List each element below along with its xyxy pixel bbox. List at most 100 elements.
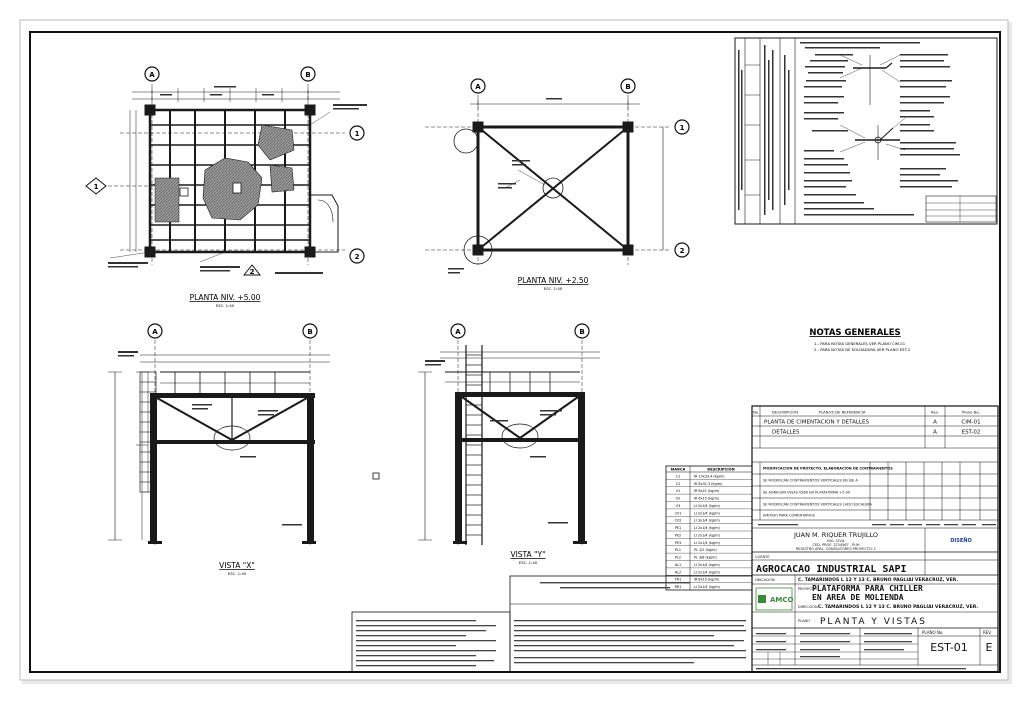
ubicacion-value: C. TAMARINDOS L 12 Y 13 C. BRUNO PAGLIAI… [798,577,958,583]
plan-250-title: PLANTA NIV. +2.50 [518,276,589,285]
materials-row-description: LI 2x1/4 (kg/m) [694,570,721,574]
vista-y-scale: ESC. 1:40 [519,560,538,565]
section-marker-1: 1 [94,183,99,191]
grid-bubble-a: A [475,83,481,91]
materials-row-mark: V1 [676,489,680,493]
materials-row-mark: PE2 [675,533,681,537]
materials-row-description: PL 3/8 (kg/m) [694,556,717,560]
revision-1: MODIFICACION DE PROYECTO, ELABORACION DE… [763,467,893,471]
lower-notes [351,575,753,673]
plan-5-grid-bubbles: A B 1 2 1 2 [85,66,365,276]
materials-row-description: LI 2x1/4 (kg/m) [694,533,721,537]
materials-row-description: LI 2x1/4 (kg/m) [694,585,721,589]
materials-row-mark: PE3 [675,541,681,545]
plan-5-view [96,84,367,274]
grid-bubble-a: A [455,328,461,336]
ref-header-plano: Plano No. [962,410,980,415]
materials-row-description: LI 2x1/4 (kg/m) [694,541,721,545]
client-label: CLIENTE [755,555,770,559]
materials-row-mark: V2 [676,497,680,501]
grid-bubble-1: 1 [680,124,685,132]
plan-250-view [425,95,670,274]
revision-4: SE MODIFICAN CONTRAVIENTOS VERTICALES LA… [763,503,873,507]
grid-bubble-b: B [305,71,310,79]
materials-row-description: LI 2x1/4 (kg/m) [694,563,721,567]
ref-row-2-plano: EST-02 [962,430,981,436]
ref-header-rev: Rev. [931,410,939,415]
notes-title: NOTAS GENERALES [809,328,900,338]
vista-y-title: VISTA "Y" [510,550,545,559]
materials-row-mark: PL1 [675,548,681,552]
materials-row-mark: AL2 [675,570,681,574]
materials-row-description: PL 1/2 (kg/m) [694,548,717,552]
plano-title: PLANTA Y VISTAS [820,617,927,627]
vista-y-view [418,340,600,545]
notes-line-1: 1.- PARA NOTAS GENERALES VER PLANO CIM-0… [814,341,906,346]
vista-x-title: VISTA "X" [219,561,255,570]
materials-row-mark: RR1 [675,585,682,589]
amco-logo-text: AMCO [770,596,794,604]
ref-row-1-plano: CIM-01 [961,420,980,426]
ref-header-desc: DESCRIPCION [772,410,798,415]
revision-5: EMITIDO PARA COMENTARIOS [763,514,816,518]
marker-square [372,472,380,480]
plano-label: PLANO [798,619,810,623]
plan-5-title: PLANTA NIV. +5.00 [190,293,261,302]
grid-bubble-a: A [152,328,158,336]
amco-logo [755,587,793,611]
grid-bubble-b: B [625,83,630,91]
proyecto-value: PLATAFORMA PARA CHILLER EN AREA DE MOLIE… [812,584,923,602]
materials-row-description: IR 8x21 (kg/m) [694,489,720,493]
title-block [751,405,999,673]
materials-row-mark: CV2 [675,519,682,523]
revision-3: SE AGREGAN VIGAS VS60 EN PLATAFORMA +5.0… [763,491,850,495]
materials-row-mark: PE1 [675,526,681,530]
rev-value: E [986,641,993,654]
amco-logo-mark [758,595,766,603]
designer-title: ING. CIVIL [827,539,844,543]
materials-row-mark: PL2 [675,556,681,560]
grid-bubble-b: B [307,328,312,336]
materials-row-mark: C2 [676,482,681,486]
materials-row-description: LI 2x1/4 (kg/m) [694,511,721,515]
vista-x-scale: ESC. 1:40 [228,571,247,576]
grid-bubble-2: 2 [355,253,360,261]
vista-x-view [108,340,330,545]
designer-line-2: REGISTRO APAL. CONSULTORES PROYECTO: 1 [796,547,876,551]
materials-row-description: IR 6x15 (kg/m) [694,578,720,582]
designer-name: JUAN M. RIQUER TRUJILLO [793,531,878,539]
ref-row-1-desc: PLANTA DE CIMENTACION Y DETALLES [764,420,869,426]
designer-logo: DISEÑO [950,537,971,544]
plano-no-label: PLANO No. [922,630,944,635]
materials-row-description: IR 6x15 (kg/m) [694,497,720,501]
ubicacion-label: UBICACION [755,578,775,582]
welding-legend [734,37,998,225]
plan-250-grid-bubbles: A B 1 2 [470,78,690,258]
materials-row-description: LI 2x1/4 (kg/m) [694,504,721,508]
rev-label: REV. [983,630,992,635]
grid-bubble-2: 2 [680,247,685,255]
plan-5-scale: ESC. 1:40 [216,303,235,308]
client-name: AGROCACAO INDUSTRIAL SAPI [756,564,907,575]
materials-row-description: LI 3x1/4 (kg/m) [694,519,721,523]
materials-header-desc: DESCRIPCION [707,468,734,472]
materials-header-marca: MARCA [671,468,686,472]
section-marker-2: 2 [250,268,255,276]
ref-header-planos: PLANOS DE REFERENCIA [819,410,866,415]
materials-row-description: IR 10x33.4 (kg/m) [694,474,725,478]
vista-x-grid-bubbles: A B [147,323,318,339]
plan-250-scale: ESC. 1:40 [544,286,563,291]
materials-row-mark: V3 [676,504,680,508]
grid-bubble-a: A [149,71,155,79]
title-block-filler [756,524,996,670]
materials-row-mark: C1 [676,474,681,478]
ref-row-1-rev: A [933,420,937,426]
grid-bubble-1: 1 [355,130,360,138]
proyecto-label: PROYECTO [798,587,817,591]
materials-row-mark: AL1 [675,563,681,567]
designer-line-1: CED. PROF. 1234567 - PUH [813,543,860,547]
ref-row-2-rev: A [933,430,937,436]
plano-no: EST-01 [930,641,968,654]
